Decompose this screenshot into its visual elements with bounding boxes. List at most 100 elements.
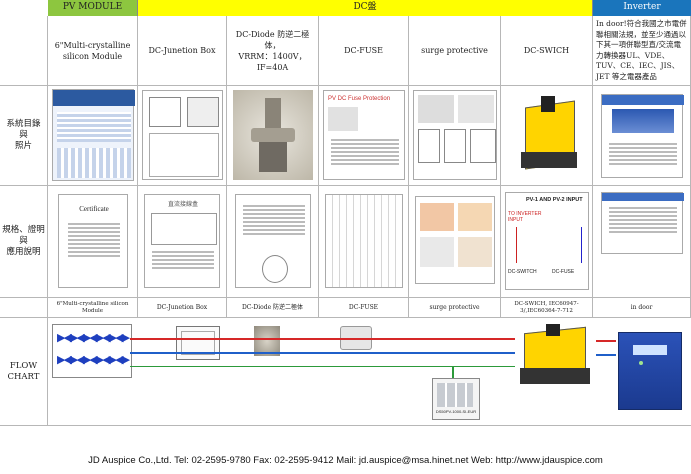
pv-module-datasheet [52,89,135,181]
diode-spec-table [240,203,308,237]
certificate-title: Certificate [79,205,109,213]
diode-outline [262,255,288,283]
certificate-text [65,221,123,259]
catalog-diode [227,86,319,186]
row-header-flow: FLOW CHART [0,318,48,426]
junction-wiring [151,213,217,245]
caption-surge: surge protective [409,298,501,318]
col-title-surge: surge protective [409,16,501,86]
spec-dc-switch: PV-1 AND PV-2 INPUT TO INVERTER INPUT DC… [501,186,593,298]
col-title-pv-module: 6"Multi-crystalline silicon Module [48,16,138,86]
row-header-spec: 規格、證明 與 應用說明 [0,186,48,298]
pv-string-bottom-icon: ▶◀▶◀▶◀▶◀▶◀▶ [57,353,130,366]
flow-line-positive-out [596,340,616,342]
surge-drawing-a [418,129,440,163]
spec-fuse [319,186,409,298]
surge-photo-a [418,95,454,123]
flow-line-ground [130,366,515,367]
diode-photo [233,90,313,180]
flow-dc-switch [516,324,596,386]
inverter-spec-doc [601,192,684,254]
drawing-view-plan [149,133,219,177]
flow-line-negative-out [596,354,616,356]
flow-junction-box [176,326,220,360]
wiring-label-switch: DC-SWITCH [508,269,537,275]
diode-body [259,142,287,172]
dc-switch-terminals [521,152,577,168]
junction-box-drawing [142,90,223,180]
surge-photo-b [458,95,494,123]
dc-switch-knob [541,96,555,112]
catalog-inverter [593,86,691,186]
caption-pv-module: 6"Multi-crystalline silicon Module [48,298,138,318]
surge-drawing-b [444,129,466,163]
brochure-text [606,141,680,167]
brochure-product-image [612,109,674,133]
drawing-view-front [149,97,181,127]
inverter-led-icon [639,361,643,365]
dc-switch-wiring-diagram: PV-1 AND PV-2 INPUT TO INVERTER INPUT DC… [505,192,589,290]
col-title-diode: DC-Diode 防逆二極体，VRRM：1400V，IF=40A [227,16,319,86]
caption-corner [0,298,48,318]
catalog-fuse: PV DC Fuse Protection [319,86,409,186]
spec-surge [409,186,501,298]
junction-spec-table [149,249,217,271]
spec-diode [227,186,319,298]
wiring-lines [516,227,582,263]
flow-surge-protector: DS50PV-1000-SI-EUR [432,378,480,420]
caption-diode: DC-Diode 防逆二極体 [227,298,319,318]
flow-inverter [618,332,682,410]
datasheet-specs [57,148,131,178]
fuse-doc-title: PV DC Fuse Protection [328,96,391,102]
pv-module-header: PV MODULE [48,0,138,16]
fuse-photo [328,107,358,131]
catalog-junction-box [138,86,227,186]
catalog-dc-switch [501,86,593,186]
flow-chart-area: ▶◀▶◀▶◀▶◀▶◀▶ ▶◀▶◀▶◀▶◀▶◀▶ DS50PV-1000-SI-E… [48,318,691,426]
inverter-display [633,345,667,355]
pv-array-box: ▶◀▶◀▶◀▶◀▶◀▶ ▶◀▶◀▶◀▶◀▶◀▶ [52,324,132,378]
col-title-fuse: DC-FUSE [319,16,409,86]
inverter-brochure [601,94,684,178]
caption-junction-box: DC-Junetion Box [138,298,227,318]
spec-pv-module: Certificate [48,186,138,298]
surge-catalog-page [413,90,497,180]
col-title-inverter: In door!符合我國之市電併聯相關法規，並至少通過以下其一項併聯型直/交流電… [593,16,691,86]
diode-nut [251,128,295,142]
flow-diode-photo [254,326,280,356]
catalog-pv-module [48,86,138,186]
junction-spec-doc: 直流接線盒 [144,194,220,288]
junction-doc-title: 直流接線盒 [167,201,198,208]
brochure-banner [602,95,684,105]
surge-modules [437,383,473,407]
flow-line-surge-drop [452,366,454,378]
spec-inverter [593,186,691,298]
surge-flow-label: DS50PV-1000-SI-EUR [435,409,477,414]
junction-box-inner [181,331,215,355]
certificate-doc: Certificate [58,194,128,288]
surge-app-image-c [420,237,454,267]
flow-line-negative [130,352,515,354]
flow-line-positive [130,338,515,340]
inverter-header: Inverter [593,0,691,16]
pv-string-top-icon: ▶◀▶◀▶◀▶◀▶◀▶ [57,331,130,344]
col-title-dc-switch: DC-SWICH [501,16,593,86]
diode-stud [265,98,281,128]
company-footer: JD Auspice Co.,Ltd. Tel: 02-2595-9780 Fa… [88,455,603,466]
datasheet-table [57,112,131,142]
flow-dc-switch-knob [546,324,560,336]
surge-app-image-d [458,237,492,267]
row-header-catalog: 系統目錄 與 照片 [0,86,48,186]
diode-spec-doc [235,194,311,288]
wiring-title-inverter: TO INVERTER INPUT [508,211,542,223]
drawing-view-side [187,97,219,127]
catalog-surge [409,86,501,186]
surge-app-image-a [420,203,454,231]
fuse-catalog-page: PV DC Fuse Protection [323,90,405,180]
surge-app-image-b [458,203,492,231]
surge-application-sheet [415,196,495,284]
product-matrix: PV MODULE DC盤 Inverter 6"Multi-crystalli… [0,0,691,426]
fuse-curve-chart [325,194,403,288]
inverter-spec-banner [602,193,684,201]
caption-dc-switch: DC-SWICH, IEC60947-3/,IEC60364-7-712 [501,298,593,318]
